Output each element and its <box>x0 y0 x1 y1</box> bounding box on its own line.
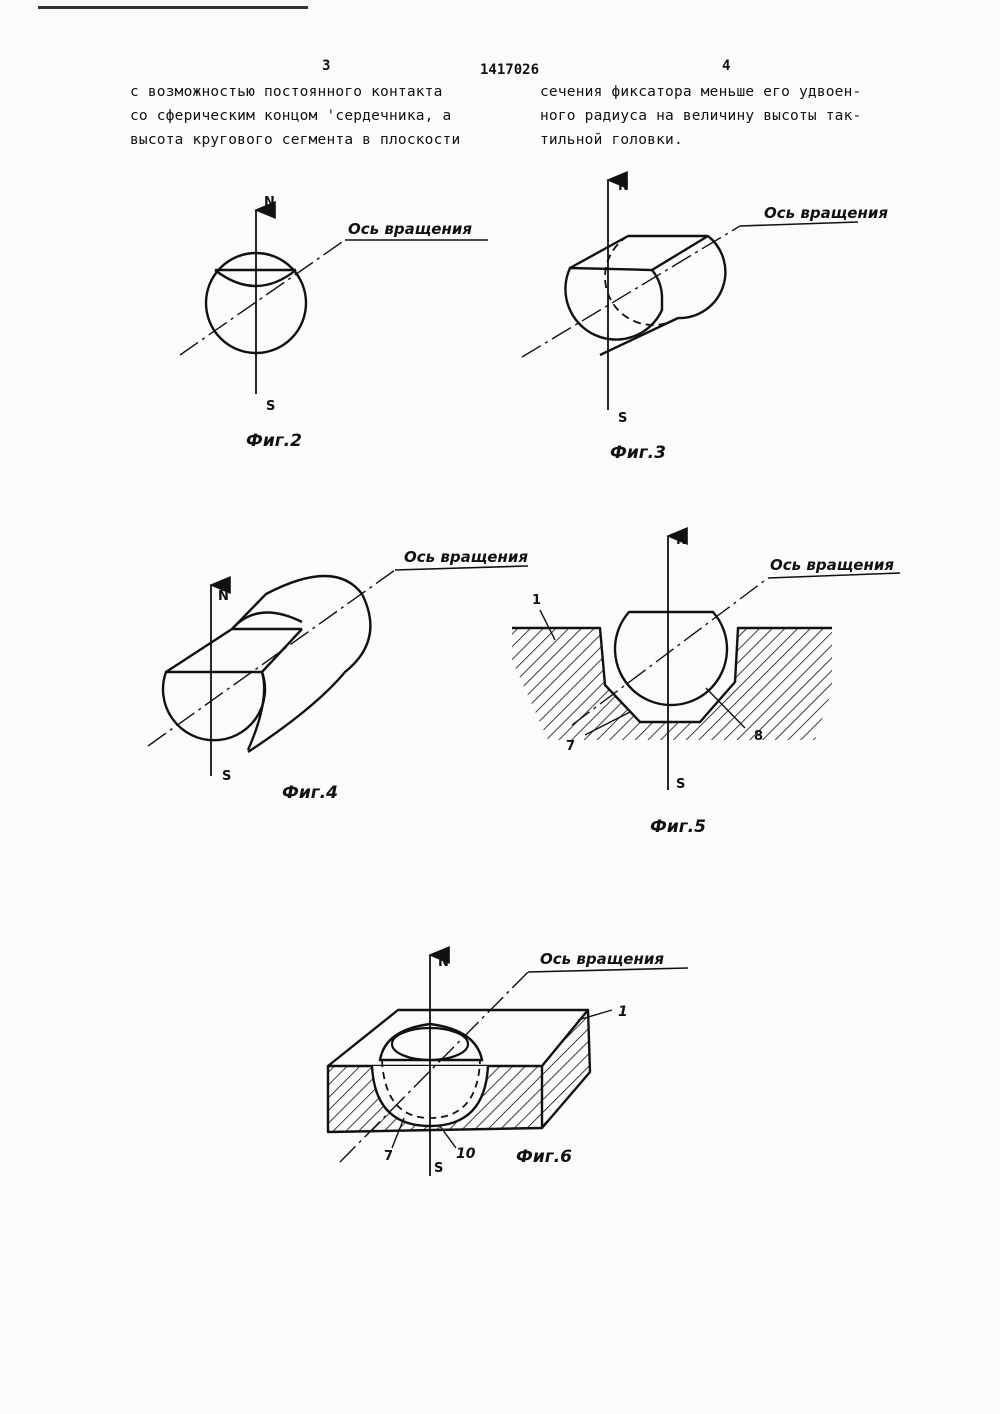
cylinder-body <box>248 576 370 752</box>
top-edge <box>232 594 266 629</box>
front-arc-right <box>248 672 264 750</box>
front-face <box>163 672 265 740</box>
axis-label: Ось вращения <box>404 548 528 566</box>
ref-7: 7 <box>566 739 575 754</box>
ref-8: 8 <box>754 729 763 744</box>
south-label: S <box>618 411 627 426</box>
ref-10: 10 <box>456 1146 476 1162</box>
figure-caption: Фиг.5 <box>650 817 706 837</box>
axis-label: Ось вращения <box>770 556 894 574</box>
figure-6 <box>328 955 688 1176</box>
ref-7: 7 <box>384 1149 393 1164</box>
ref-1: 1 <box>618 1004 628 1020</box>
north-label: N <box>438 955 449 970</box>
figure-4 <box>148 566 528 776</box>
ref-1: 1 <box>532 593 541 608</box>
front-face <box>565 268 662 340</box>
lower-top-edge-left <box>166 629 232 672</box>
figure-caption: Фиг.6 <box>516 1147 572 1167</box>
figure-caption: Фиг.3 <box>610 443 666 463</box>
north-label: N <box>618 179 629 194</box>
rotation-axis <box>180 240 345 355</box>
leader-line <box>740 222 858 226</box>
hidden-arc <box>605 236 678 325</box>
south-label: S <box>266 399 275 414</box>
leader-line <box>395 566 528 570</box>
south-label: S <box>222 769 231 784</box>
lower-top-edge-right <box>262 629 302 672</box>
north-label: N <box>218 589 229 604</box>
figure-caption: Фиг.4 <box>282 783 338 803</box>
north-label: N <box>676 533 687 548</box>
axis-label: Ось вращения <box>764 204 888 222</box>
top-left-edge <box>570 236 628 268</box>
axis-label: Ось вращения <box>540 950 664 968</box>
axis-label: Ось вращения <box>348 220 472 238</box>
leader-line <box>528 968 688 972</box>
figure-caption: Фиг.2 <box>246 431 302 451</box>
step-arc <box>232 613 302 629</box>
south-label: S <box>434 1161 443 1176</box>
north-label: N <box>264 195 275 210</box>
south-label: S <box>676 777 685 792</box>
top-right-edge <box>652 236 708 270</box>
